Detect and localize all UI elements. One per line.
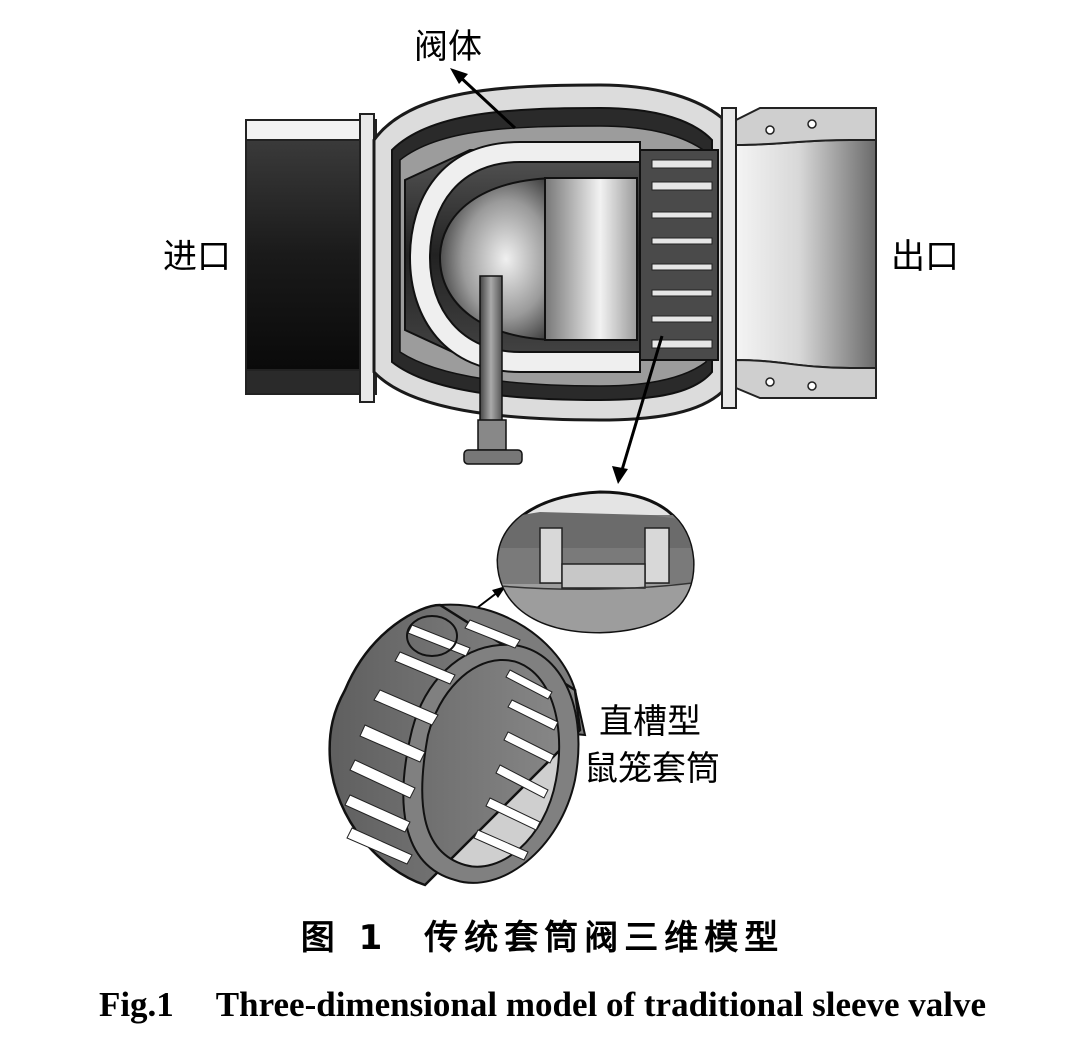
caption-cn-number: 图 1 (300, 918, 389, 958)
inlet-pipe (245, 139, 377, 371)
slot-zoom-detail (496, 490, 695, 634)
outlet-pipe (735, 139, 877, 369)
valve-3d-model-diagram (245, 68, 877, 887)
caption-en-number: Fig.1 (98, 985, 174, 1024)
outlet-flange (721, 107, 737, 409)
plunger-dome (438, 176, 561, 342)
figure-caption-en: Fig.1 Three-dimensional model of traditio… (0, 985, 1085, 1025)
sleeve-arrowhead (612, 466, 628, 484)
caption-cn-title: 传统套筒阀三维模型 (424, 918, 785, 958)
outlet-flange-bolts (765, 119, 817, 391)
outlet-pipe-upper-wall (735, 107, 877, 147)
figure-caption-cn: 图 1 传统套筒阀三维模型 (0, 910, 1085, 959)
zoom-target-ellipse (406, 615, 458, 657)
valve-body-arrowhead (450, 68, 468, 84)
sleeve-arrow (620, 335, 664, 471)
inlet-pipe-top-wall (245, 119, 377, 141)
sleeve-label-line1: 直槽型 (599, 702, 701, 742)
inlet-label: 进口 (163, 237, 231, 277)
sleeve-inner-slots (473, 669, 559, 861)
valve-assembly (245, 83, 877, 465)
sleeve-slots (651, 159, 713, 349)
zoom-arrowhead (492, 586, 506, 598)
sleeve-front-rim (402, 643, 580, 884)
inlet-pipe-bottom-wall (245, 369, 377, 395)
plunger-cylinder (544, 177, 638, 341)
inner-u-shell (408, 141, 641, 373)
valve-body-arrow (456, 73, 517, 130)
sleeve-label-line2: 鼠笼套筒 (584, 749, 720, 789)
outlet-label: 出口 (891, 237, 959, 277)
inlet-flange (359, 113, 375, 403)
sleeve-outer-slots (344, 619, 521, 865)
valve-stem (479, 275, 503, 427)
cage-sleeve (328, 603, 587, 887)
outlet-pipe-lower-wall (735, 358, 877, 399)
valve-body-label: 阀体 (414, 27, 482, 67)
stem-bottom-neck (477, 419, 507, 451)
caption-en-title: Three-dimensional model of traditional s… (215, 985, 987, 1024)
stem-bottom-flange (463, 449, 523, 465)
